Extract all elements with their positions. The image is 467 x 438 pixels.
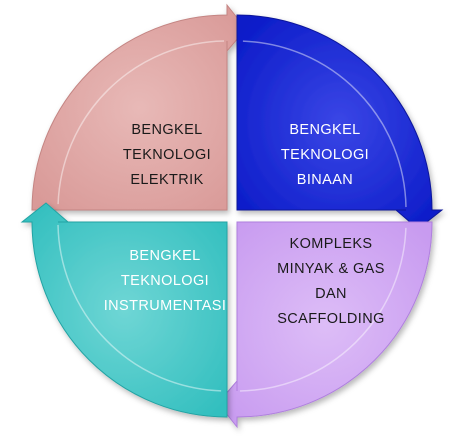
quadrant-label-kompleks: KOMPLEKS MINYAK & GAS DAN SCAFFOLDING xyxy=(246,232,416,332)
quadrant-label-line: BENGKEL xyxy=(289,122,361,138)
quadrant-label-instrumentasi: BENGKEL TEKNOLOGI INSTRUMENTASI xyxy=(80,244,250,319)
quadrant-top-right xyxy=(236,14,444,230)
quadrant-label-binaan: BENGKEL TEKNOLOGI BINAAN xyxy=(250,118,400,193)
quadrant-bevel-line xyxy=(242,40,407,208)
quadrant-label-line: TEKNOLOGI xyxy=(280,147,370,163)
quadrant-bottom-right xyxy=(217,221,433,429)
quadrant-label-line: BENGKEL xyxy=(129,248,201,264)
quadrant-top-left xyxy=(31,3,247,211)
quadrant-label-line: DAN xyxy=(315,286,347,302)
quadrant-label-line: TEKNOLOGI xyxy=(120,273,210,289)
quadrant-bevel-line xyxy=(239,227,407,392)
quadrant-label-line: MINYAK & GAS xyxy=(277,261,385,277)
quadrant-label-line: SCAFFOLDING xyxy=(277,311,385,327)
quadrant-bevel-line xyxy=(57,224,222,392)
quadrant-label-elektrik: BENGKEL TEKNOLOGI ELEKTRIK xyxy=(92,118,242,193)
quadrant-bevel-line xyxy=(57,40,225,205)
quadrant-label-line: ELEKTRIK xyxy=(130,172,204,188)
quadrant-label-line: BENGKEL xyxy=(131,122,203,138)
quadrant-label-line: INSTRUMENTASI xyxy=(103,298,227,314)
quadrant-label-line: BINAAN xyxy=(296,172,354,188)
quadrant-label-line: KOMPLEKS xyxy=(289,236,373,252)
quadrant-label-line: TEKNOLOGI xyxy=(122,147,212,163)
quadrant-bottom-left xyxy=(20,202,228,418)
